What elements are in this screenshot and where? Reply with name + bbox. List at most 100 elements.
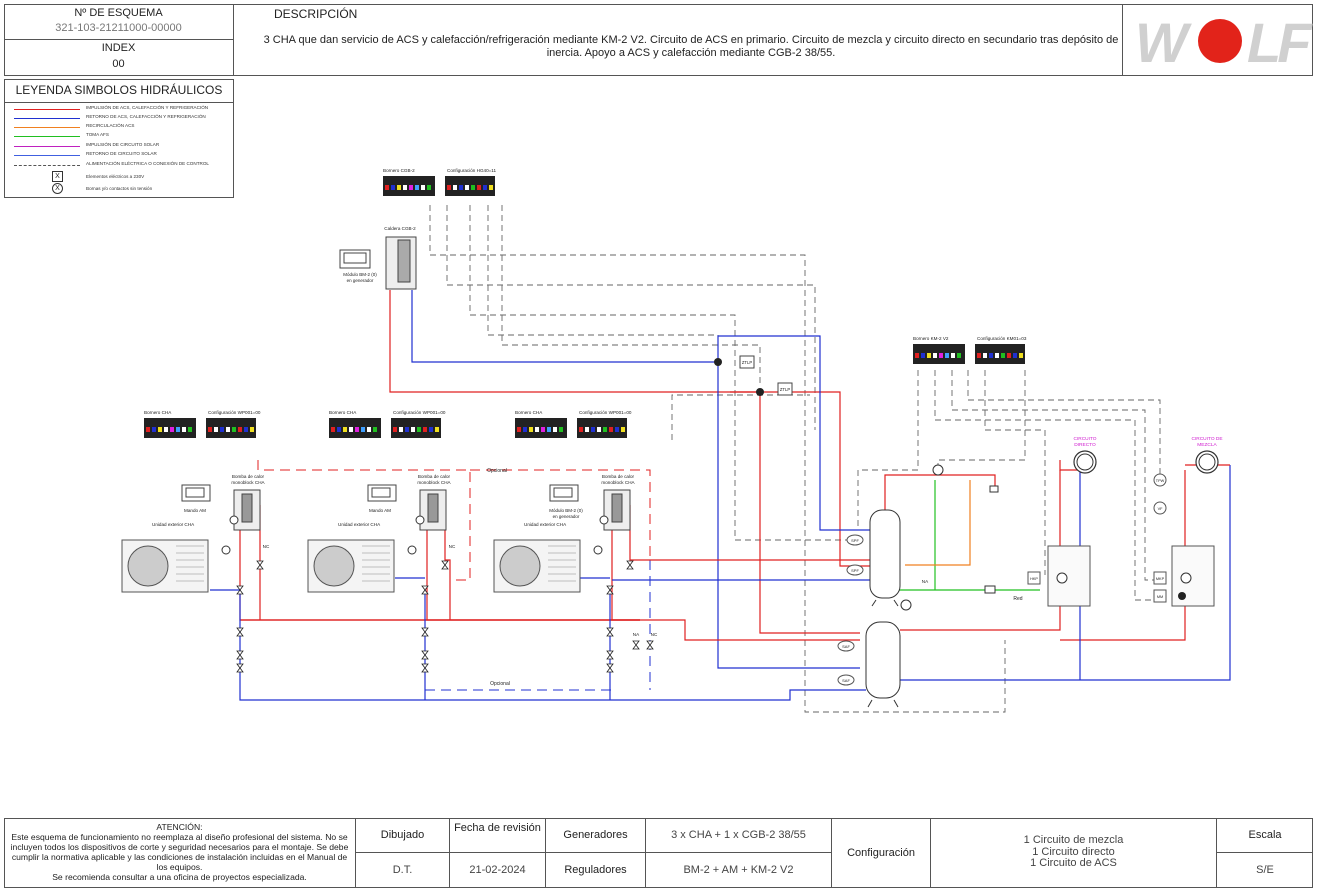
sensor-label: ZTLP — [780, 387, 790, 392]
config-line-3: 1 Circuito de ACS — [1030, 857, 1117, 869]
terminal-pin — [517, 427, 521, 432]
terminal-pin — [453, 185, 457, 190]
terminal-pin — [411, 427, 415, 432]
sensor-label: TPW — [1156, 479, 1165, 483]
terminal-pin — [170, 427, 174, 432]
fan-icon — [127, 545, 169, 587]
pump-icon — [1056, 572, 1068, 584]
reguladores-label: Reguladores — [546, 853, 646, 888]
heat-pump-label: Bomba de calor — [602, 474, 635, 479]
bm2-label: en generador — [347, 278, 374, 283]
legend-line — [14, 109, 80, 110]
sensor-icon — [837, 674, 855, 686]
terminal-pin — [615, 427, 619, 432]
terminal-pin — [995, 353, 999, 358]
control-line — [951, 370, 1160, 581]
terminal-pin — [391, 185, 395, 190]
legend-line — [14, 155, 80, 156]
heat-pump-label: monoblock CHA — [601, 480, 635, 485]
boiler-body — [397, 239, 411, 283]
legend-label: Bornas y/o contactos sin tensión — [86, 186, 153, 191]
na-label: NA — [633, 632, 640, 637]
svg-text:LF: LF — [1247, 11, 1313, 74]
legend-item: IMPULSIÓN DE CIRCUITO SOLAR — [14, 142, 224, 151]
terminal-pin — [182, 427, 186, 432]
mando-label: Mando AM — [369, 508, 391, 513]
terminal-block — [445, 176, 495, 196]
terminal-pin — [921, 353, 925, 358]
dibujado-label: Dibujado — [356, 818, 450, 853]
boiler-label: Caldera CGB-2 — [384, 226, 416, 231]
bornero-label: Bornero CHA — [329, 410, 357, 415]
svg-text:W: W — [1135, 11, 1192, 74]
terminal-pin — [547, 427, 551, 432]
nc-label: NC — [263, 544, 270, 549]
legend-line — [14, 136, 80, 137]
valve-icon — [421, 650, 429, 660]
valve-icon — [421, 663, 429, 673]
heat-pump-label: Bomba de calor — [418, 474, 451, 479]
terminal-pin — [361, 427, 365, 432]
terminal-pin — [915, 353, 919, 358]
generadores-value: 3 x CHA + 1 x CGB-2 38/55 — [646, 818, 832, 853]
valve-icon — [421, 585, 429, 595]
shower-icon — [989, 485, 999, 493]
bornero-config: Configuración WP001=00 — [393, 410, 446, 415]
terminal-pin — [393, 427, 397, 432]
fan-icon — [313, 545, 355, 587]
control-line — [469, 205, 848, 541]
circuit-label: CIRCUITO DE — [1191, 436, 1222, 442]
bm2-label: en generador — [553, 514, 580, 519]
valve-icon — [646, 640, 654, 650]
pump-icon — [415, 515, 425, 525]
return-pipe — [411, 290, 860, 669]
terminal-pin — [214, 427, 218, 432]
index-label: INDEX — [101, 42, 136, 54]
legend-item: TOMA AFS — [14, 132, 224, 141]
circuit-label: CIRCUITO — [1073, 436, 1096, 442]
valve-icon — [236, 585, 244, 595]
sensor-box — [1153, 501, 1167, 515]
terminal-pin — [477, 185, 481, 190]
valve-icon — [256, 560, 264, 570]
terminal-pin — [355, 427, 359, 432]
attention-note: ATENCIÓN: Este esquema de funcionamiento… — [4, 818, 356, 888]
contact-symbol-icon: X — [52, 183, 63, 194]
terminal-pin — [220, 427, 224, 432]
return-pipe — [900, 465, 1231, 681]
escala-value: S/E — [1256, 864, 1274, 876]
description-text: 3 CHA que dan servicio de ACS y calefacc… — [263, 34, 1119, 59]
heat-pump-body — [427, 493, 439, 523]
bornero-label: Bornero CHA — [515, 410, 543, 415]
terminal-pin — [1007, 353, 1011, 358]
generadores-label: Generadores — [546, 818, 646, 853]
terminal-pin — [427, 185, 431, 190]
controller-screen — [185, 487, 205, 498]
configuracion-values: 1 Circuito de mezcla 1 Circuito directo … — [931, 818, 1217, 888]
wolf-logo: W LF — [1122, 4, 1317, 76]
terminal-pin — [957, 353, 961, 358]
sensor-label: ZTLP — [742, 360, 752, 365]
title-block-header — [4, 4, 1313, 76]
return-pipe — [239, 590, 866, 701]
terminal-pin — [435, 427, 439, 432]
configuracion-label: Configuración — [832, 818, 931, 888]
na-label: NA — [922, 579, 929, 584]
legend-item: ALIMENTACIÓN ELÉCTRICA O CONEXIÓN DE CON… — [14, 161, 224, 170]
legend-box: LEYENDA SIMBOLOS HIDRÁULICOS — [4, 79, 234, 198]
attention-text-2: Se recomienda consultar a una oficina de… — [52, 872, 307, 882]
supply-pipe — [444, 505, 451, 620]
buffer-tank — [865, 621, 901, 699]
pump-icon — [599, 515, 609, 525]
legend-item: IMPULSIÓN DE ACS, CALEFACCIÓN Y REFRIGER… — [14, 105, 224, 114]
sensor-box — [1027, 571, 1041, 585]
terminal-pin — [146, 427, 150, 432]
legend-title: LEYENDA SIMBOLOS HIDRÁULICOS — [5, 80, 233, 103]
tank-leg — [867, 699, 873, 708]
optional-label: Opcional — [490, 681, 510, 687]
valve-icon — [606, 663, 614, 673]
expansion-vessel-icon — [221, 545, 231, 555]
terminal-pin — [417, 427, 421, 432]
bornero-label: Bornero KM-2 V2 — [913, 336, 949, 341]
